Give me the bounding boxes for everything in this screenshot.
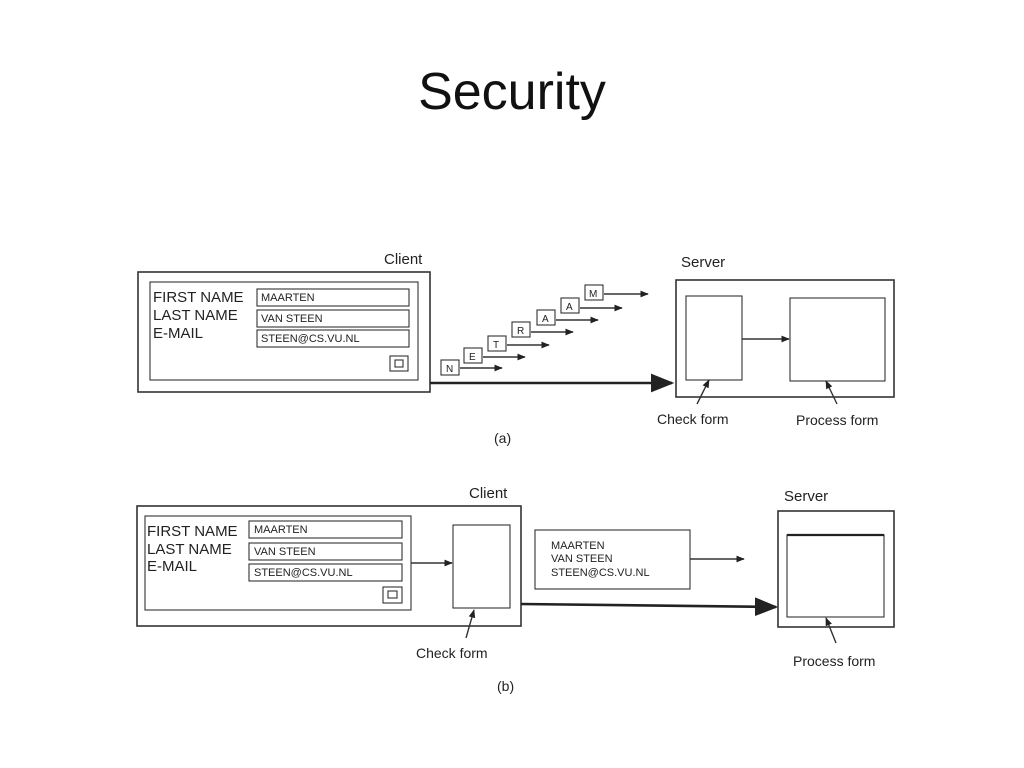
a-first-name-label: FIRST NAME <box>153 289 244 306</box>
b-message-line: MAARTEN <box>551 540 605 552</box>
slide-title: Security <box>418 63 606 121</box>
b-submit-button-icon <box>387 590 398 599</box>
b-last-name-value: VAN STEEN <box>254 546 316 558</box>
b-client-label: Client <box>469 485 508 502</box>
b-submit-button <box>382 586 403 604</box>
b-message-line: VAN STEEN <box>551 553 613 565</box>
b-check-form-box <box>452 524 511 609</box>
b-submit-arrow <box>520 597 779 617</box>
b-client-outer-box <box>136 505 522 627</box>
a-packet <box>440 359 460 376</box>
a-client-form-panel <box>149 281 419 381</box>
a-process-form-box <box>789 297 886 382</box>
a-packet-stream: N E T R A A M <box>440 284 649 376</box>
diagram-b: Client FIRST NAME MAARTEN LAST NAME VAN … <box>136 485 895 694</box>
a-packet-letter: T <box>493 340 499 351</box>
a-first-name-field <box>256 288 410 307</box>
a-caption: (a) <box>494 430 511 446</box>
a-packet <box>560 297 580 314</box>
a-process-form-label: Process form <box>796 412 878 428</box>
b-process-form-box <box>786 534 885 618</box>
a-first-name-value: MAARTEN <box>261 292 315 304</box>
a-email-value: STEEN@CS.VU.NL <box>261 333 360 345</box>
b-first-name-label: FIRST NAME <box>147 523 238 540</box>
b-email-field <box>248 563 403 582</box>
b-email-label: E-MAIL <box>147 558 197 575</box>
a-check-form-pointer <box>696 379 710 405</box>
a-packet-letter: M <box>589 289 597 300</box>
b-email-value: STEEN@CS.VU.NL <box>254 567 353 579</box>
b-message-box: MAARTEN VAN STEEN STEEN@CS.VU.NL <box>534 529 691 590</box>
b-server-label: Server <box>784 488 828 505</box>
a-last-name-label: LAST NAME <box>153 307 238 324</box>
diagram-a: Client FIRST NAME MAARTEN LAST NAME VAN … <box>137 251 895 446</box>
a-email-label: E-MAIL <box>153 325 203 342</box>
a-check-form-box <box>685 295 743 381</box>
b-caption: (b) <box>497 678 514 694</box>
a-packet <box>584 284 604 301</box>
a-submit-button-icon <box>394 359 404 368</box>
b-process-form-label: Process form <box>793 653 875 669</box>
a-packet <box>487 335 507 352</box>
b-check-form-pointer <box>465 609 476 639</box>
a-check-form-label: Check form <box>657 411 729 427</box>
b-client-window: FIRST NAME MAARTEN LAST NAME VAN STEEN E… <box>136 505 522 627</box>
a-packet <box>511 321 531 338</box>
a-server-box <box>675 279 895 398</box>
a-client-label: Client <box>384 251 423 268</box>
a-packet-letter: A <box>542 314 549 325</box>
a-packet-letter: A <box>566 302 573 313</box>
a-packet <box>536 309 556 326</box>
b-server-outer-box <box>777 510 895 628</box>
b-first-name-value: MAARTEN <box>254 524 308 536</box>
b-message-line: STEEN@CS.VU.NL <box>551 567 650 579</box>
a-server-outer-box <box>675 279 895 398</box>
a-submit-button <box>389 355 409 372</box>
b-server-box <box>777 510 895 628</box>
a-client-window: FIRST NAME MAARTEN LAST NAME VAN STEEN E… <box>137 271 431 393</box>
a-packet-letter: N <box>446 364 453 375</box>
a-packet <box>463 347 483 364</box>
a-last-name-field <box>256 309 410 328</box>
a-email-field <box>256 329 410 348</box>
a-last-name-value: VAN STEEN <box>261 313 323 325</box>
a-process-form-pointer <box>825 380 838 405</box>
b-last-name-field <box>248 542 403 561</box>
b-last-name-label: LAST NAME <box>147 541 232 558</box>
b-process-form-pointer <box>825 617 837 644</box>
a-packet-letter: R <box>517 326 524 337</box>
a-packet-letter: E <box>469 352 476 363</box>
b-first-name-field <box>248 520 403 539</box>
b-check-form-label: Check form <box>416 645 488 661</box>
a-client-outer-box <box>137 271 431 393</box>
a-server-label: Server <box>681 254 725 271</box>
